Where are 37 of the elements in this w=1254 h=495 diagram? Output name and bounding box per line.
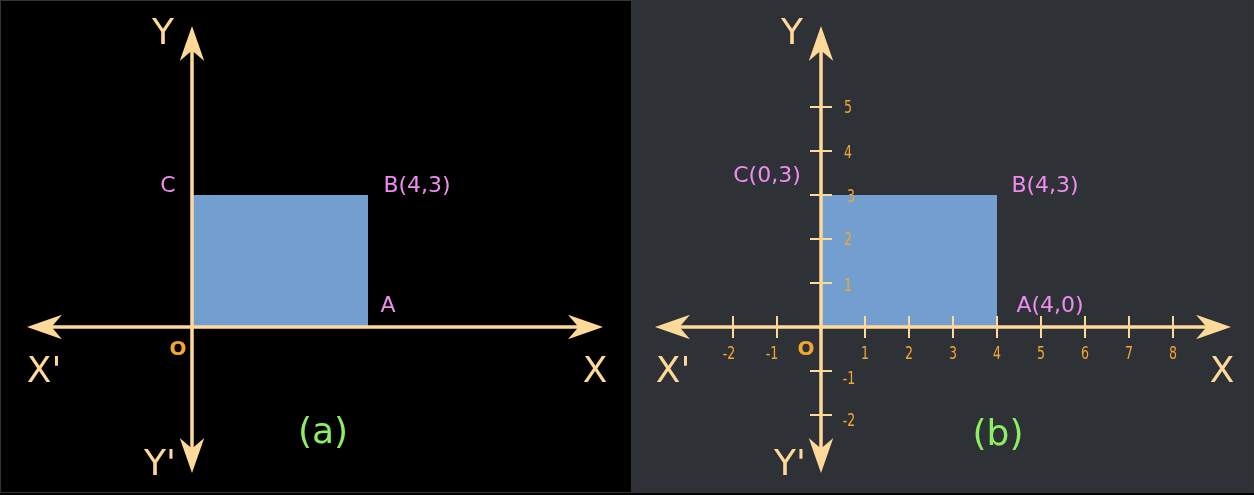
point-label: B(4,3) [1011, 174, 1079, 196]
tick-label: 8 [1169, 344, 1177, 362]
tick-label: 2 [905, 344, 913, 362]
axis-label: X' [26, 352, 62, 388]
axis-label: Y' [144, 445, 176, 481]
tick-label: 7 [1125, 344, 1133, 362]
tick-label: 4 [844, 143, 852, 161]
point-label: C [160, 174, 176, 196]
axis-label: X [582, 352, 608, 388]
origin-label: O [169, 338, 187, 358]
axis-label: Y [152, 14, 174, 50]
tick-label: -1 [765, 344, 779, 362]
shaded-rectangle [192, 195, 368, 327]
tick-label: -1 [842, 369, 856, 387]
tick-label: 4 [993, 344, 1001, 362]
panel-caption: (a) [297, 413, 349, 449]
axis-label: X' [655, 352, 691, 388]
point-label: C(0,3) [733, 164, 801, 186]
tick-label: -2 [842, 411, 856, 429]
axis-label: X [1209, 352, 1235, 388]
axis-label: Y' [774, 445, 806, 481]
tick-label: 6 [1081, 344, 1089, 362]
tick-label: 2 [844, 230, 852, 248]
tick-label: -2 [722, 344, 736, 362]
tick-label: 1 [844, 276, 852, 294]
tick-label: 5 [844, 98, 852, 116]
tick-label: 3 [949, 344, 957, 362]
point-label: B(4,3) [383, 174, 451, 196]
graph-panel [632, 0, 1254, 493]
axis-label: Y [781, 14, 803, 50]
panel-caption: (b) [972, 415, 1024, 451]
tick-label: 1 [861, 344, 869, 362]
origin-label: O [797, 338, 815, 358]
point-label: A [380, 294, 396, 316]
point-label: A(4,0) [1016, 294, 1084, 316]
tick-label: 5 [1037, 344, 1045, 362]
graph-panel [0, 0, 632, 493]
